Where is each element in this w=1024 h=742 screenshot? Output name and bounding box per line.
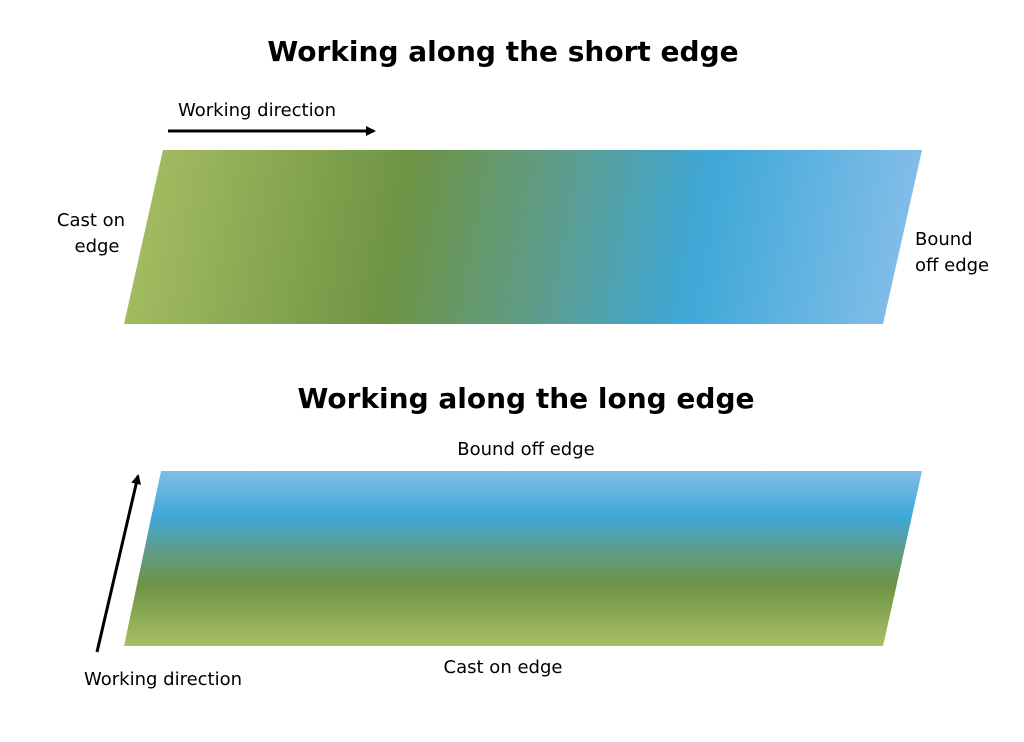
short-edge-direction-label: Working direction	[178, 100, 336, 121]
long-edge-direction-arrow	[95, 474, 142, 653]
short-edge-bound-off-label-line2: off edge	[915, 255, 989, 276]
short-edge-title: Working along the short edge	[267, 35, 738, 68]
short-edge-cast-on-label-line2: edge	[75, 236, 120, 257]
short-edge-cast-on-label-line1: Cast on	[57, 210, 125, 231]
long-edge-section: Working along the long edge Bound off ed…	[84, 382, 922, 690]
long-edge-swatch	[124, 471, 922, 646]
short-edge-section: Working along the short edge Working dir…	[57, 35, 989, 324]
long-edge-direction-label: Working direction	[84, 669, 242, 690]
short-edge-swatch	[124, 150, 922, 324]
long-edge-cast-on-label: Cast on edge	[444, 657, 563, 678]
long-edge-bound-off-label: Bound off edge	[457, 439, 594, 460]
short-edge-bound-off-label-line1: Bound	[915, 229, 973, 250]
long-edge-title: Working along the long edge	[297, 382, 754, 415]
